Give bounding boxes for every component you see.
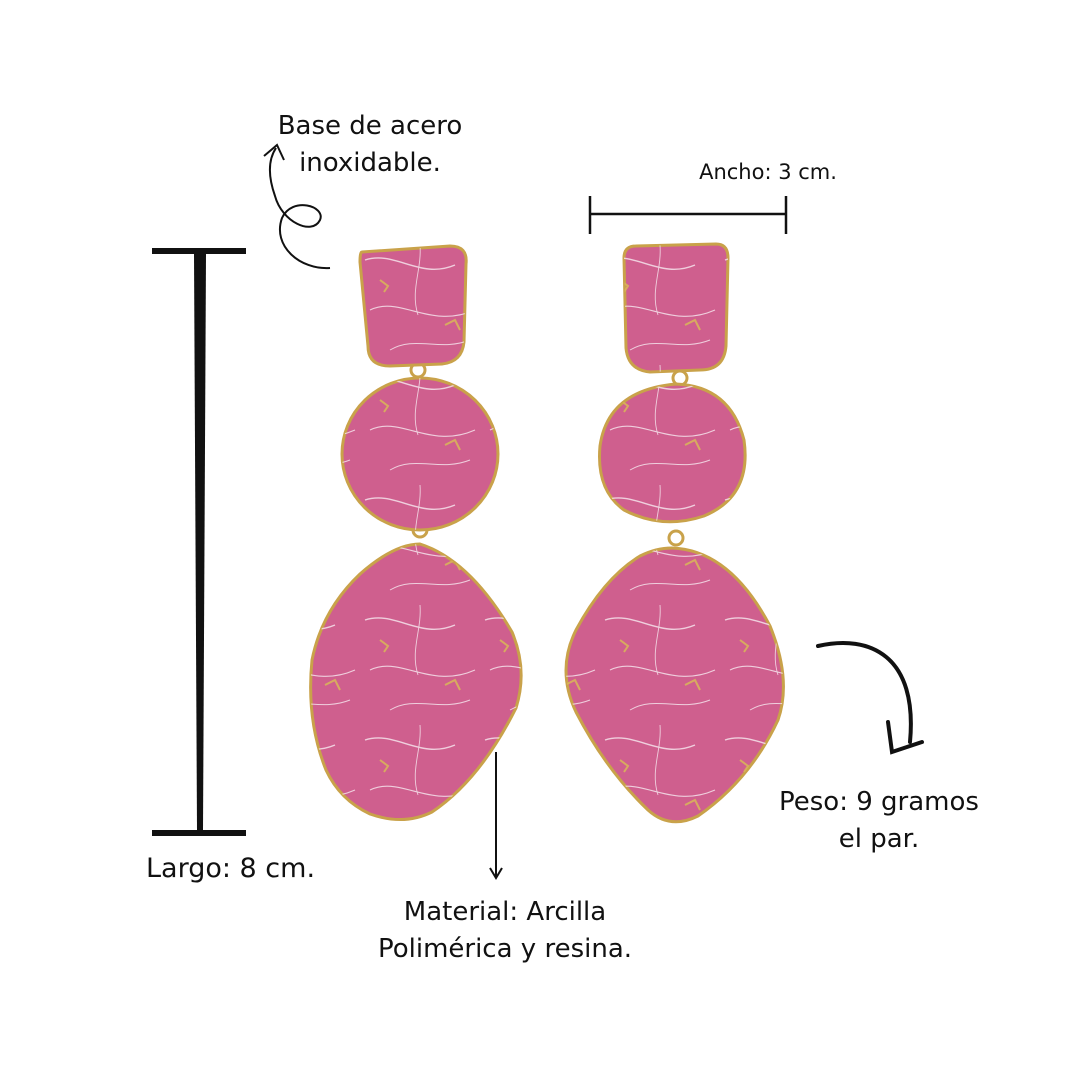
base-label-line-1: Base de acero bbox=[277, 111, 463, 141]
material-label: Material: Arcilla Polimérica y resina. bbox=[330, 894, 680, 968]
earring-right bbox=[564, 242, 785, 824]
weight-label: Peso: 9 gramos el par. bbox=[756, 784, 1002, 858]
material-label-line-2: Polimérica y resina. bbox=[377, 933, 633, 964]
length-label: Largo: 8 cm. bbox=[146, 853, 316, 884]
weight-label-line-1: Peso: 9 gramos bbox=[779, 787, 979, 817]
base-label: Base de acero inoxidable. bbox=[258, 108, 482, 182]
weight-label-line-2: el par. bbox=[838, 823, 920, 854]
base-label-line-2: inoxidable. bbox=[299, 147, 441, 178]
curved-arrow-icon bbox=[816, 641, 924, 755]
curly-arrow-icon bbox=[263, 143, 331, 270]
material-label-line-1: Material: Arcilla bbox=[403, 897, 607, 927]
down-arrow-icon bbox=[489, 752, 503, 880]
length-bracket bbox=[152, 248, 246, 836]
width-bracket bbox=[588, 196, 788, 234]
earring-left bbox=[309, 244, 523, 822]
width-label: Ancho: 3 cm. bbox=[699, 160, 837, 184]
